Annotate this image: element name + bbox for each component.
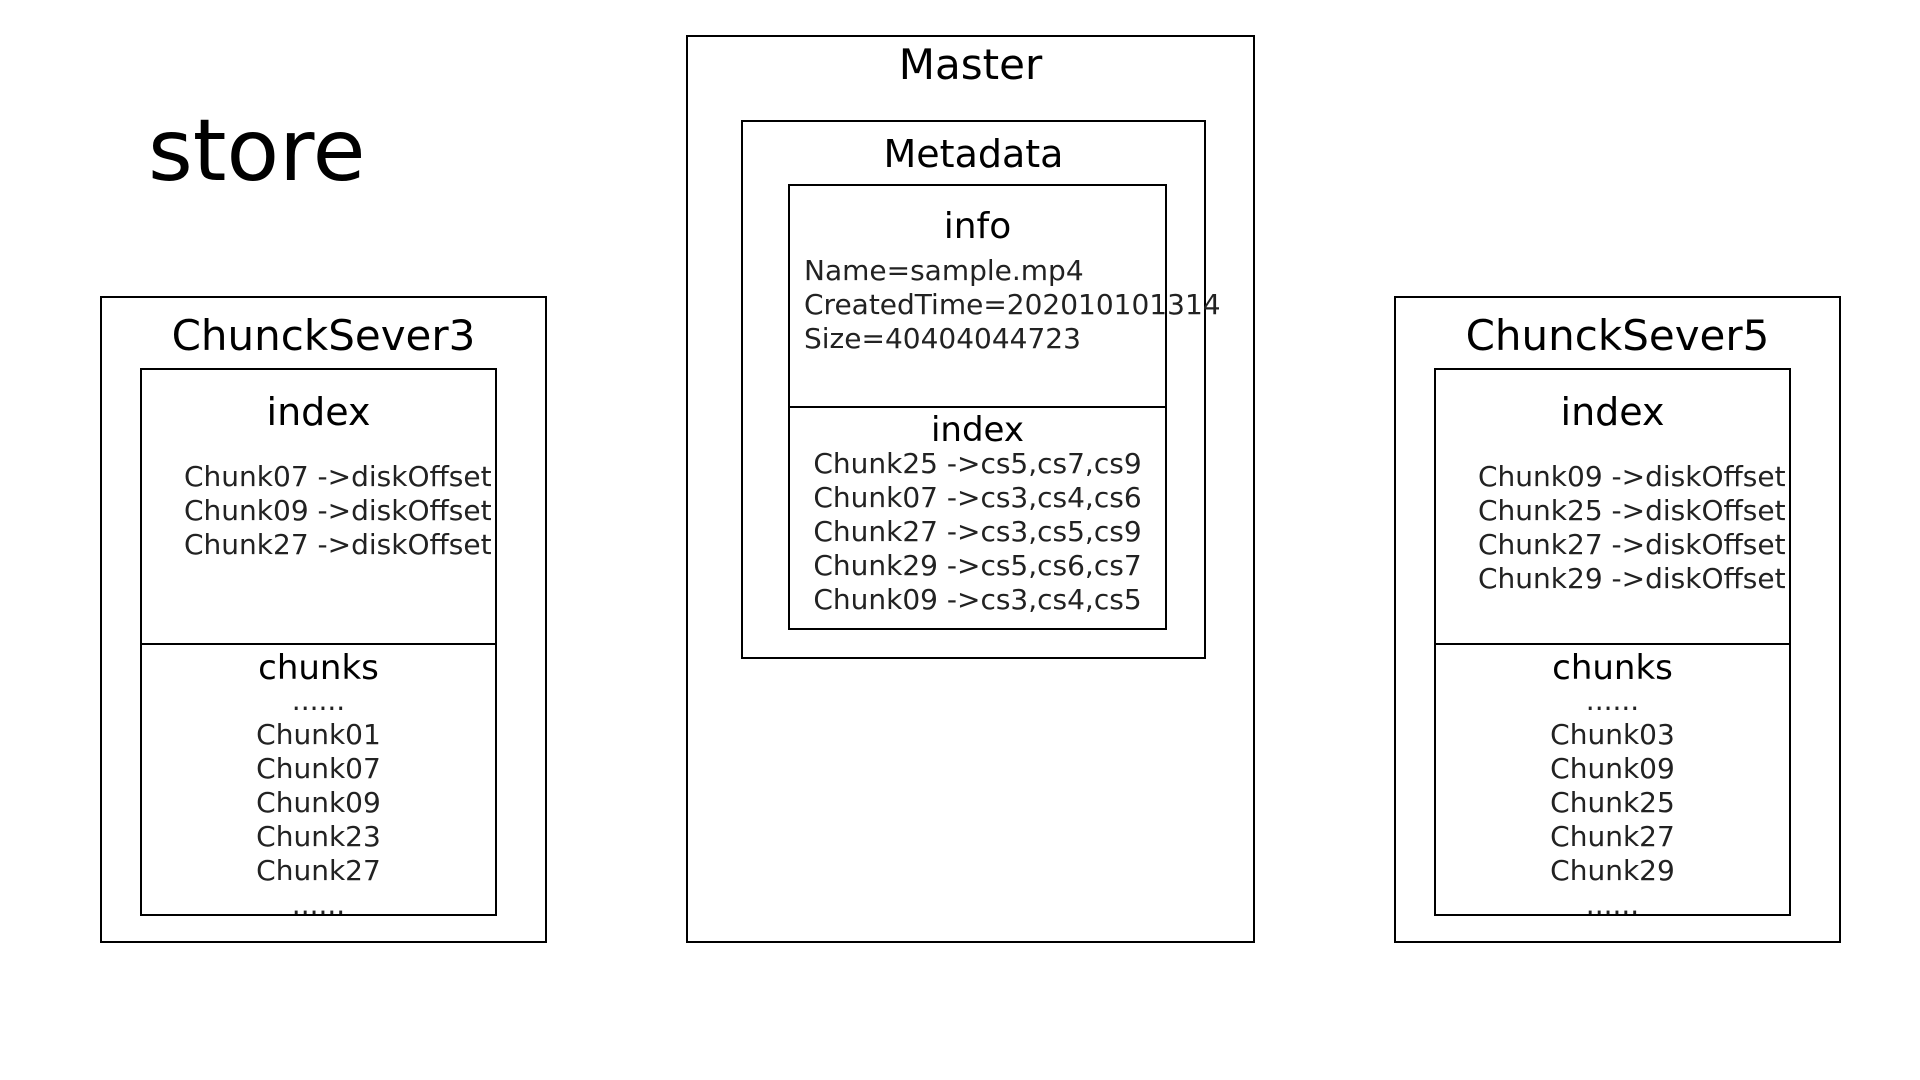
chunkserver5-chunk-list: ...... Chunk03 Chunk09 Chunk25 Chunk27 C… <box>1436 684 1789 922</box>
chunkserver3-chunks-label: chunks <box>258 648 379 688</box>
chunkserver3-box: ChunckSever3 index Chunk07 ->diskOffset … <box>100 296 547 943</box>
chunk-entry: Chunk03 <box>1550 718 1675 751</box>
diagram-title: store <box>148 101 366 201</box>
chunk-entry: Chunk29 <box>1550 854 1675 887</box>
index-entry: Chunk09 ->diskOffset <box>1478 460 1786 493</box>
master-index-list: Chunk25 ->cs5,cs7,cs9 Chunk07 ->cs3,cs4,… <box>790 447 1165 617</box>
master-index-label: index <box>930 410 1025 450</box>
chunkserver3-divider <box>142 643 495 645</box>
index-entry: Chunk07 ->cs3,cs4,cs6 <box>813 481 1142 514</box>
chunk-entry: Chunk27 <box>1550 820 1675 853</box>
chunkserver5-title: ChunckSever5 <box>1465 311 1770 360</box>
index-entry: Chunk29 ->diskOffset <box>1478 562 1786 595</box>
index-entry: Chunk09 ->cs3,cs4,cs5 <box>813 583 1142 616</box>
info-list: Name=sample.mp4 CreatedTime=202010101314… <box>804 254 1221 356</box>
master-title: Master <box>898 40 1043 89</box>
chunk-entry: Chunk09 <box>1550 752 1675 785</box>
chunkserver5-box: ChunckSever5 index Chunk09 ->diskOffset … <box>1394 296 1841 943</box>
metadata-divider <box>790 406 1165 408</box>
metadata-title: Metadata <box>883 132 1064 176</box>
info-entry: CreatedTime=202010101314 <box>804 288 1221 321</box>
index-entry: Chunk09 ->diskOffset <box>184 494 492 527</box>
master-box: Master Metadata info Name=sample.mp4 Cre… <box>686 35 1255 943</box>
info-entry: Size=40404044723 <box>804 322 1081 355</box>
info-label: info <box>943 206 1012 247</box>
index-entry: Chunk27 ->diskOffset <box>184 528 492 561</box>
chunk-entry: ...... <box>291 888 346 921</box>
chunkserver5-chunks-label: chunks <box>1552 648 1673 688</box>
metadata-detail-box: info Name=sample.mp4 CreatedTime=2020101… <box>788 184 1221 630</box>
chunk-entry: Chunk27 <box>256 854 381 887</box>
chunkserver3-title: ChunckSever3 <box>171 311 476 360</box>
chunk-entry: Chunk07 <box>256 752 381 785</box>
index-entry: Chunk25 ->cs5,cs7,cs9 <box>813 447 1142 480</box>
chunkserver5-index-label: index <box>1560 390 1665 434</box>
chunk-entry: Chunk23 <box>256 820 381 853</box>
chunkserver3-chunk-list: ...... Chunk01 Chunk07 Chunk09 Chunk23 C… <box>142 684 495 922</box>
chunk-entry: Chunk01 <box>256 718 381 751</box>
metadata-box: Metadata info Name=sample.mp4 CreatedTim… <box>741 120 1221 659</box>
chunk-entry: ...... <box>1585 684 1640 717</box>
index-entry: Chunk29 ->cs5,cs6,cs7 <box>813 549 1142 582</box>
chunkserver5-store-box: index Chunk09 ->diskOffset Chunk25 ->dis… <box>1434 368 1791 921</box>
index-entry: Chunk27 ->diskOffset <box>1478 528 1786 561</box>
index-entry: Chunk07 ->diskOffset <box>184 460 492 493</box>
chunk-entry: ...... <box>291 684 346 717</box>
chunkserver5-index-list: Chunk09 ->diskOffset Chunk25 ->diskOffse… <box>1478 460 1786 596</box>
chunk-entry: ...... <box>1585 888 1640 921</box>
info-entry: Name=sample.mp4 <box>804 254 1084 287</box>
chunkserver3-store-box: index Chunk07 ->diskOffset Chunk09 ->dis… <box>140 368 497 921</box>
chunkserver5-divider <box>1436 643 1789 645</box>
chunk-entry: Chunk25 <box>1550 786 1675 819</box>
chunkserver3-index-label: index <box>266 390 371 434</box>
chunkserver3-index-list: Chunk07 ->diskOffset Chunk09 ->diskOffse… <box>184 460 492 562</box>
chunk-entry: Chunk09 <box>256 786 381 819</box>
index-entry: Chunk27 ->cs3,cs5,cs9 <box>813 515 1142 548</box>
index-entry: Chunk25 ->diskOffset <box>1478 494 1786 527</box>
